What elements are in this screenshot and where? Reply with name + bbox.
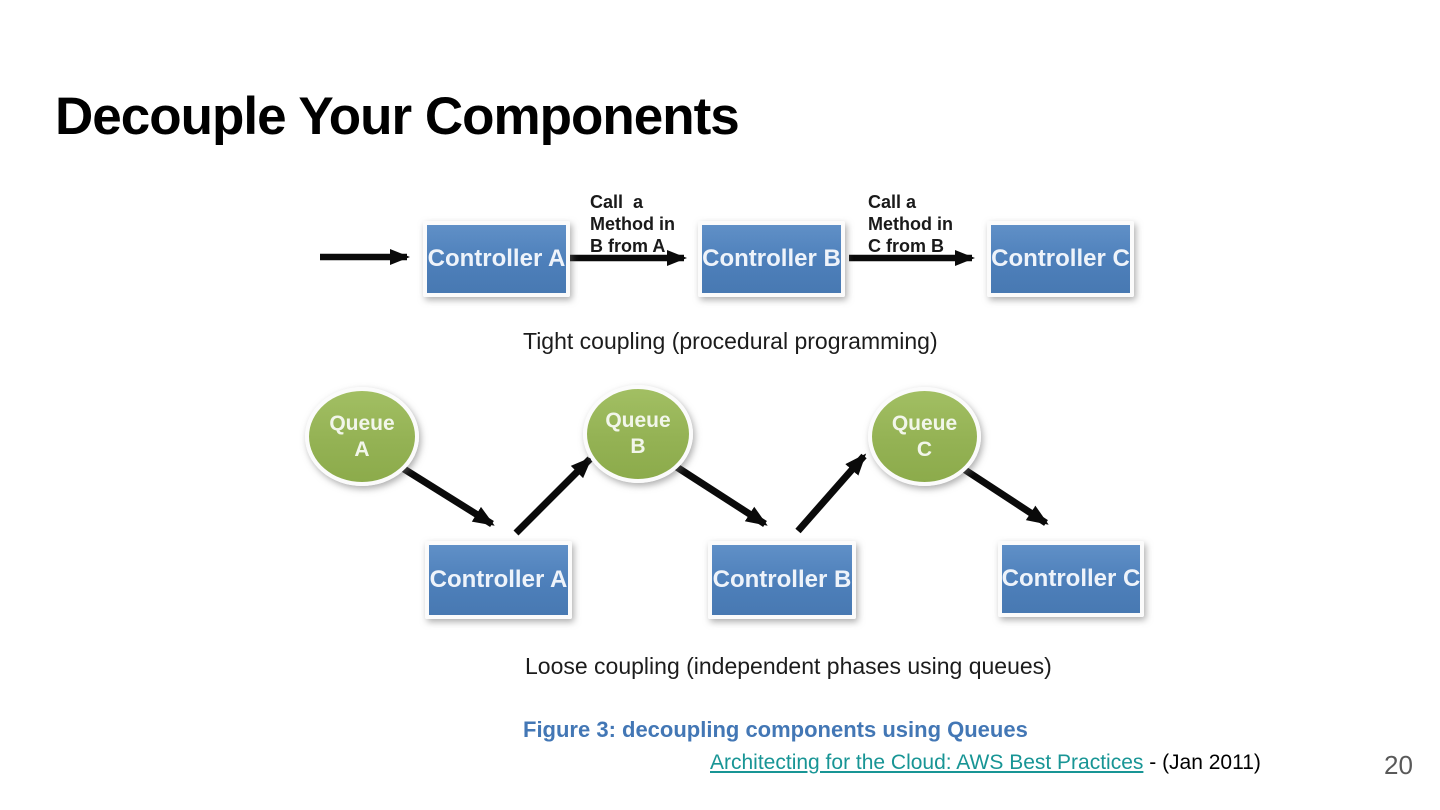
arrow-queue-c-to-controller-c	[954, 461, 1049, 526]
arrow-queue-b-to-controller-b	[670, 461, 768, 527]
loose-controller-b-box: Controller B	[708, 541, 856, 619]
queue-a-name: Queue	[329, 411, 395, 435]
queue-c-name: Queue	[891, 411, 958, 435]
queue-a-ellipse: Queue A	[305, 387, 419, 486]
tight-controller-b-box: Controller B	[698, 221, 845, 297]
loose-controller-a-box: Controller A	[425, 541, 572, 619]
call-method-label-a-b: Call a Method in B from A	[590, 192, 675, 256]
loose-controller-b-label: Controller B	[712, 566, 852, 593]
tight-controller-b-label: Controller B	[702, 245, 841, 272]
source-link[interactable]: Architecting for the Cloud: AWS Best Pra…	[710, 751, 1144, 774]
loose-controller-c-box: Controller C	[998, 541, 1144, 617]
tight-coupling-caption: Tight coupling (procedural programming)	[523, 328, 938, 354]
figure-caption: Figure 3: decoupling components using Qu…	[523, 717, 1028, 742]
source-date: - (Jan 2011)	[1143, 751, 1261, 774]
tight-controller-a-label: Controller A	[427, 245, 566, 272]
queue-c-ellipse: Queue C	[868, 387, 981, 486]
page-title: Decouple Your Components	[55, 87, 740, 146]
loose-coupling-caption: Loose coupling (independent phases using…	[525, 653, 1052, 679]
queue-a-letter: A	[354, 437, 370, 461]
tight-controller-c-box: Controller C	[987, 221, 1134, 297]
arrow-queue-a-to-controller-a	[394, 461, 495, 527]
call-method-label-b-c: Call a Method in C from B	[868, 192, 953, 256]
source-attribution: Architecting for the Cloud: AWS Best Pra…	[710, 751, 1261, 775]
tight-controller-c-label: Controller C	[991, 245, 1130, 272]
tight-controller-a-box: Controller A	[423, 221, 570, 297]
loose-controller-c-label: Controller C	[1001, 565, 1141, 592]
arrow-controller-a-to-queue-b	[513, 456, 593, 536]
queue-b-letter: B	[630, 435, 646, 458]
queue-c-letter: C	[916, 437, 933, 461]
loose-controller-a-label: Controller A	[429, 566, 568, 593]
queue-b-name: Queue	[605, 409, 671, 432]
queue-b-ellipse: Queue B	[583, 385, 693, 483]
page-number: 20	[1384, 750, 1413, 780]
arrow-controller-b-to-queue-c	[795, 453, 867, 534]
